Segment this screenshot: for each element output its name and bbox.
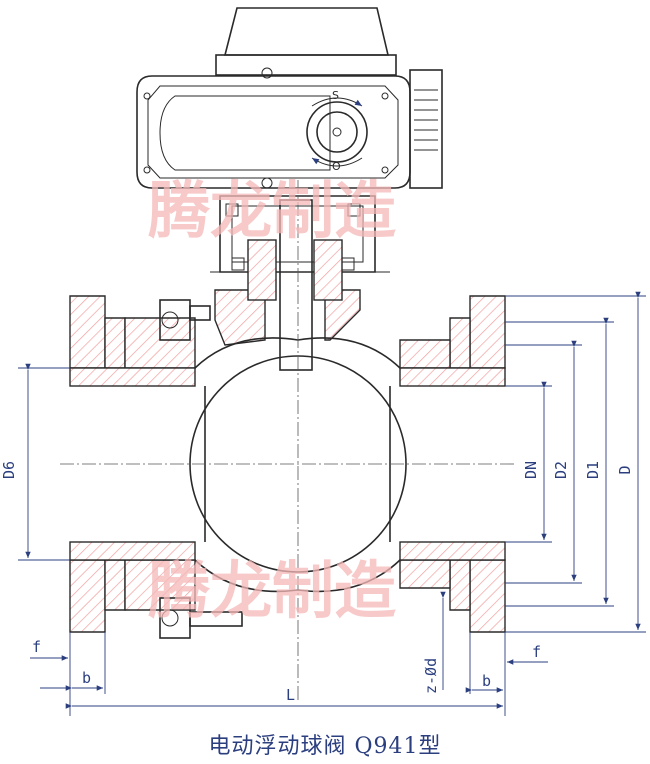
dim-l-label: L [286, 686, 295, 704]
mounting-bracket [210, 195, 390, 273]
shut-mark: S [332, 89, 339, 102]
dim-d6-label: D6 [0, 461, 18, 479]
dim-d-label: D [616, 465, 634, 474]
watermark-top: 腾龙制造 [148, 174, 396, 247]
dim-dn-label: DN [522, 461, 540, 479]
dimension-lines [18, 291, 646, 716]
dim-d1-label: D1 [584, 461, 602, 479]
drawing-caption: 电动浮动球阀 Q941型 [208, 734, 442, 759]
dim-b-left-label: b [82, 669, 91, 687]
watermark-bottom: 腾龙制造 [148, 554, 396, 627]
dim-d2-label: D2 [552, 461, 570, 479]
dim-f-right-label: f [532, 643, 541, 661]
dim-b-right-label: b [482, 672, 491, 690]
dim-f-left-label: f [32, 638, 41, 656]
open-mark: O [332, 160, 341, 173]
electric-actuator: S O [136, 7, 443, 189]
dim-bolt-holes-label: z-Ød [422, 658, 440, 694]
